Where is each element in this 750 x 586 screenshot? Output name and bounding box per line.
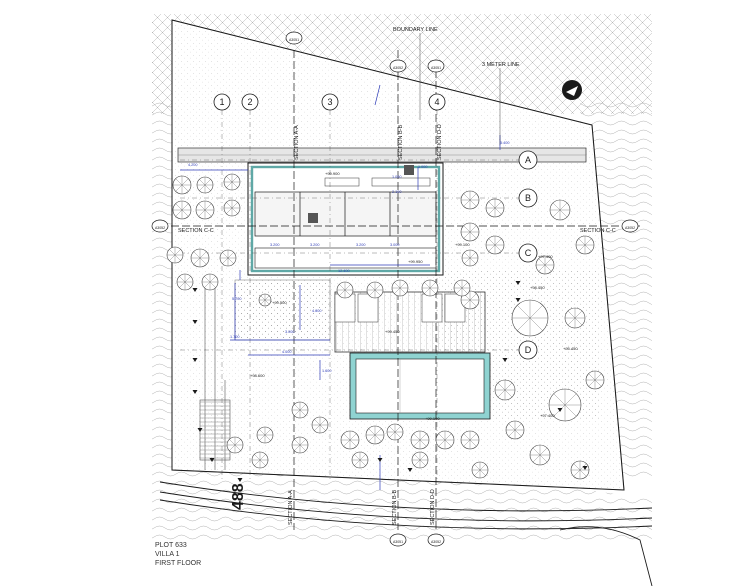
level-label: +99.950: [408, 259, 423, 264]
level-marker-icon: [407, 468, 413, 472]
trees: [166, 173, 605, 480]
section-dd-label-bottom: SECTION D-D: [430, 489, 436, 525]
level-marker-icon: [209, 458, 215, 462]
level-label: +99.450: [385, 329, 400, 334]
swimming-pool: [349, 352, 491, 420]
level-label: +99.900: [325, 171, 340, 176]
dimension-label: 3.200: [356, 243, 366, 247]
dimension-label: 3.000: [285, 330, 295, 334]
section-ref-top-2: A3052: [393, 66, 403, 70]
dimension-label: 3.200: [270, 243, 280, 247]
grid-col-4: 4: [434, 97, 439, 107]
level-marker-icon: [197, 428, 203, 432]
section-ref-left: A3052: [155, 226, 165, 230]
villa-footprint: [247, 162, 444, 276]
level-marker-icon: [377, 458, 383, 462]
level-label: +99.100: [425, 416, 440, 421]
dimension-label: 2.100: [392, 190, 402, 194]
dimension-lines: [180, 84, 501, 490]
grid-row-c: C: [525, 248, 532, 258]
section-ref-right: A3052: [625, 226, 635, 230]
grid-bubbles-columns: [213, 93, 446, 111]
dimension-label: 1.600: [322, 369, 332, 373]
dimension-label: 4.000: [282, 350, 292, 354]
section-markers: [151, 31, 639, 547]
level-label: +98.600: [250, 373, 265, 378]
villa-label: VILLA 1: [155, 551, 180, 558]
floor-label: FIRST FLOOR: [155, 560, 202, 567]
driveway: [199, 280, 231, 470]
dimension-label: 1.000: [418, 165, 428, 169]
plot-label: PLOT 633: [155, 542, 187, 549]
section-ref-bottom-1: A3051: [393, 540, 403, 544]
level-marker-icon: [557, 408, 563, 412]
grid-col-2: 2: [247, 97, 252, 107]
grid-col-3: 3: [327, 97, 332, 107]
section-aa-label-top: SECTION A-A: [294, 125, 300, 160]
dimension-label: 4.600: [312, 309, 322, 313]
section-dd-label-top: SECTION D-D: [437, 124, 443, 160]
dimension-label: 12.400: [338, 269, 350, 273]
section-ref-top-1: A3051: [289, 38, 299, 42]
level-markers: [192, 281, 588, 482]
pool-deck: [334, 291, 486, 353]
road-number: 488: [230, 483, 247, 510]
section-cc-label-right: SECTION C-C: [580, 228, 616, 234]
level-marker-icon: [502, 358, 508, 362]
boundary-line-label: BOUNDARY LINE: [393, 27, 438, 33]
title-block: PLOT 633 VILLA 1 FIRST FLOOR: [155, 541, 201, 568]
level-marker-icon: [515, 298, 521, 302]
section-aa-label-bottom: SECTION A-A: [288, 490, 294, 525]
dimension-label: 4.200: [188, 163, 198, 167]
grid-lines: [180, 110, 520, 480]
dimension-label: 5.700: [232, 297, 242, 301]
level-label: +99.500: [272, 300, 287, 305]
level-label: +97.400: [538, 254, 553, 259]
grid-row-b: B: [525, 193, 531, 203]
level-label: +97.400: [540, 413, 555, 418]
level-label: +98.450: [530, 285, 545, 290]
section-ref-top-3: A3051: [431, 66, 441, 70]
level-label: +99.100: [455, 242, 470, 247]
section-cc-label-left: SECTION C-C: [178, 228, 214, 234]
three-meter-line-label: 3 METER LINE: [482, 62, 520, 68]
dimension-label: 5.400: [500, 141, 510, 145]
level-marker-icon: [515, 281, 521, 285]
dimension-label: 1.000: [392, 175, 402, 179]
level-marker-icon: [192, 358, 198, 362]
section-bb-label-top: SECTION B-B: [398, 125, 404, 160]
dimension-label: 3.200: [310, 243, 320, 247]
north-arrow-icon: [562, 80, 582, 100]
level-label: +95.450: [563, 346, 578, 351]
grid-row-d: D: [525, 345, 532, 355]
level-marker-icon: [192, 390, 198, 394]
grid-row-a: A: [525, 155, 531, 165]
level-marker-icon: [582, 466, 588, 470]
dimension-label: 3.000: [390, 243, 400, 247]
section-bb-label-bottom: SECTION B-B: [392, 490, 398, 525]
grid-bubbles-rows: [518, 150, 538, 360]
level-marker-icon: [192, 288, 198, 292]
grid-col-1: 1: [219, 97, 224, 107]
road-edges: [159, 481, 653, 586]
dimension-label: 1.700: [230, 335, 240, 339]
level-marker-icon: [237, 478, 243, 482]
terrace-strip: [177, 147, 587, 163]
section-ref-bottom-2: A3052: [431, 540, 441, 544]
level-marker-icon: [192, 320, 198, 324]
